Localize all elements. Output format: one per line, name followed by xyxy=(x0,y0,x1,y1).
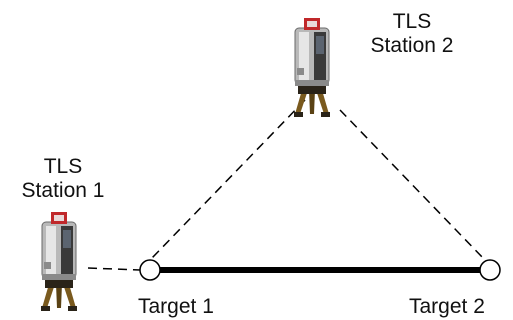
target-2-marker xyxy=(479,259,501,281)
target-1-marker xyxy=(139,259,161,281)
dashed-line-station2-target1 xyxy=(151,99,306,259)
station-1-label-line2: Station 1 xyxy=(21,179,105,202)
station-2-label-line1: TLS xyxy=(392,10,432,33)
target-1-label: Target 1 xyxy=(138,295,214,318)
dashed-line-station2-target2 xyxy=(339,109,485,260)
scanner-station-1-icon xyxy=(40,211,78,312)
station-2-label: TLS Station 2 xyxy=(350,10,474,58)
scanner-station-2-icon xyxy=(293,17,331,118)
station-2-label-line2: Station 2 xyxy=(370,34,454,57)
station-1-label: TLS Station 1 xyxy=(2,155,124,203)
dashed-line-station1-target1 xyxy=(87,267,141,271)
target-2-label: Target 2 xyxy=(409,295,485,318)
station-1-label-line1: TLS xyxy=(43,155,83,178)
